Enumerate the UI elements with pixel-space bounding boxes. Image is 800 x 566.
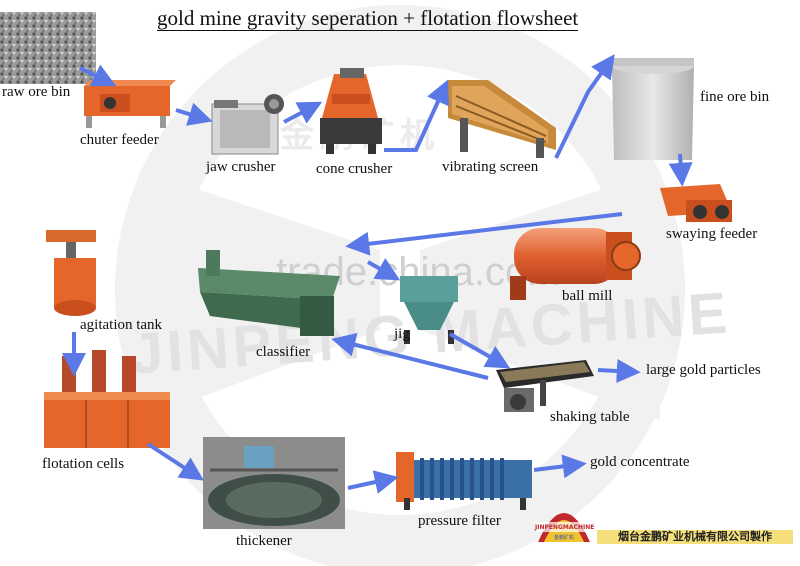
label-cone-crusher: cone crusher [316, 161, 392, 178]
arrow-screen-to-bin [556, 58, 612, 158]
logo-name: JINPENGMACHINE [535, 524, 593, 531]
label-ball-mill: ball mill [562, 288, 612, 305]
label-large-gold-particles: large gold particles [646, 362, 761, 379]
agitation-tank-machine [46, 230, 96, 316]
arrow-thickener-to-filter [348, 478, 394, 488]
logo-sub: 金鹏矿机 [543, 534, 585, 541]
arrow-jig-to-table [450, 334, 506, 366]
classifier-machine [198, 250, 340, 336]
vibrating-screen-machine [448, 80, 556, 158]
label-swaying-feeder: swaying feeder [666, 226, 757, 243]
label-agitation-tank: agitation tank [80, 317, 162, 334]
label-jaw-crusher: jaw crusher [206, 159, 276, 176]
arrow-jaw-to-cone [284, 104, 318, 122]
raw-ore-bin-image [0, 12, 96, 84]
company-name-banner: 烟台金鹏矿业机械有限公司製作 [597, 530, 793, 544]
label-shaking-table: shaking table [550, 409, 630, 426]
jaw-crusher-machine [212, 94, 284, 154]
shaking-table-machine [496, 360, 594, 412]
arrow-table-to-gold [598, 370, 636, 372]
label-pressure-filter: pressure filter [418, 513, 501, 530]
arrow-classifier-to-jig [368, 262, 396, 278]
arrow-cells-to-thickener [148, 444, 200, 478]
label-flotation-cells: flotation cells [42, 456, 124, 473]
label-classifier: classifier [256, 344, 310, 361]
label-gold-concentrate: gold concentrate [590, 454, 690, 471]
arrow-filter-to-concentrate [534, 464, 582, 470]
label-thickener: thickener [236, 533, 292, 550]
page-title: gold mine gravity seperation + flotation… [157, 6, 578, 31]
arrow-feeder-to-jaw [176, 110, 208, 120]
thickener-image [203, 437, 345, 529]
label-vibrating-screen: vibrating screen [442, 159, 538, 176]
pressure-filter-machine [396, 452, 532, 510]
swaying-feeder-machine [660, 184, 732, 222]
label-raw-ore-bin: raw ore bin [2, 84, 70, 101]
label-chuter-feeder: chuter feeder [80, 132, 159, 149]
cone-crusher-machine [320, 68, 382, 154]
chuter-feeder-machine [84, 80, 176, 128]
arrow-table-to-classifier [336, 340, 488, 378]
fine-ore-bin-silo [612, 58, 694, 160]
label-fine-ore-bin: fine ore bin [700, 89, 769, 106]
arrow-cone-to-screen [384, 84, 446, 150]
flotation-cells-machine [44, 350, 170, 448]
arrow-bin-to-swaying [680, 154, 682, 182]
label-jig: jig [394, 326, 410, 343]
